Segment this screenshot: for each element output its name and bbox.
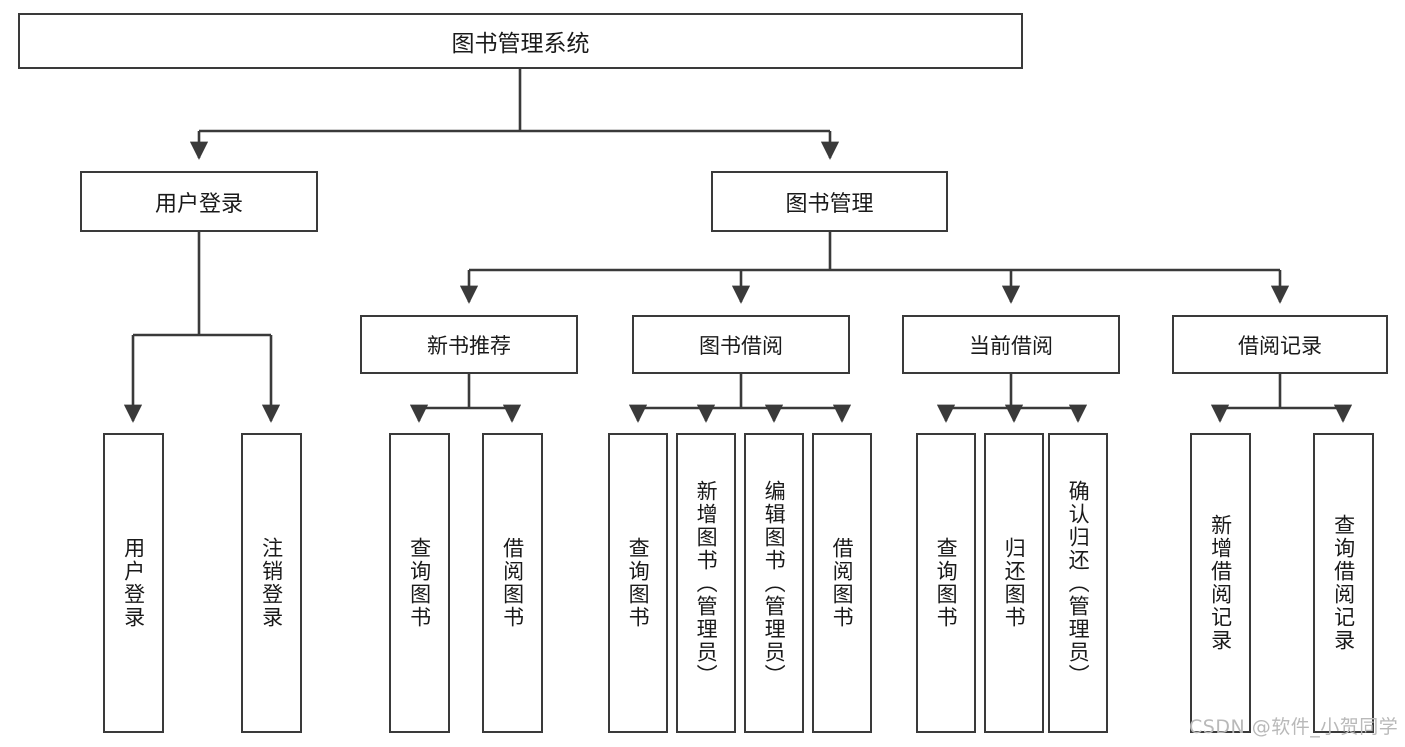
node-current-borrow[interactable]: 当前借阅 [902,315,1120,374]
leaf-label: 用户登录 [121,537,146,629]
leaf-label: 新增图书（管理员） [694,479,719,687]
leaf-label: 注销登录 [259,537,284,629]
node-book-borrow[interactable]: 图书借阅 [632,315,850,374]
leaf-query-book-recommend[interactable]: 查询图书 [389,433,450,733]
leaf-label: 确认归还（管理员） [1066,479,1091,687]
leaf-label: 借阅图书 [500,537,525,629]
leaf-logout[interactable]: 注销登录 [241,433,302,733]
node-borrow-record-label: 借阅记录 [1238,333,1322,358]
node-user-login[interactable]: 用户登录 [80,171,318,232]
leaf-query-book-current[interactable]: 查询图书 [916,433,976,733]
leaf-query-book-borrow[interactable]: 查询图书 [608,433,668,733]
node-user-login-label: 用户登录 [154,191,243,217]
leaf-label: 借阅图书 [830,537,855,629]
node-book-management[interactable]: 图书管理 [711,171,948,232]
node-root[interactable]: 图书管理系统 [18,13,1023,69]
leaf-label: 查询借阅记录 [1331,514,1356,652]
node-new-book-recommend-label: 新书推荐 [427,333,511,358]
leaf-query-borrow-record[interactable]: 查询借阅记录 [1313,433,1374,733]
leaf-borrow-book[interactable]: 借阅图书 [812,433,872,733]
node-book-management-label: 图书管理 [785,191,874,217]
leaf-return-book[interactable]: 归还图书 [984,433,1044,733]
node-borrow-record[interactable]: 借阅记录 [1172,315,1388,374]
node-root-label: 图书管理系统 [451,31,590,57]
node-new-book-recommend[interactable]: 新书推荐 [360,315,578,374]
leaf-borrow-book-recommend[interactable]: 借阅图书 [482,433,543,733]
leaf-label: 编辑图书（管理员） [762,479,787,687]
leaf-user-login[interactable]: 用户登录 [103,433,164,733]
leaf-label: 查询图书 [407,537,432,629]
leaf-label: 查询图书 [626,537,651,629]
leaf-label: 新增借阅记录 [1208,514,1233,652]
leaf-add-borrow-record[interactable]: 新增借阅记录 [1190,433,1251,733]
leaf-label: 查询图书 [934,537,959,629]
watermark: CSDN @软件_小贺同学 [1189,716,1399,738]
leaf-edit-book-admin[interactable]: 编辑图书（管理员） [744,433,804,733]
node-book-borrow-label: 图书借阅 [699,333,783,358]
leaf-add-book-admin[interactable]: 新增图书（管理员） [676,433,736,733]
node-current-borrow-label: 当前借阅 [969,333,1053,358]
leaf-label: 归还图书 [1002,537,1027,629]
leaf-confirm-return-admin[interactable]: 确认归还（管理员） [1048,433,1108,733]
